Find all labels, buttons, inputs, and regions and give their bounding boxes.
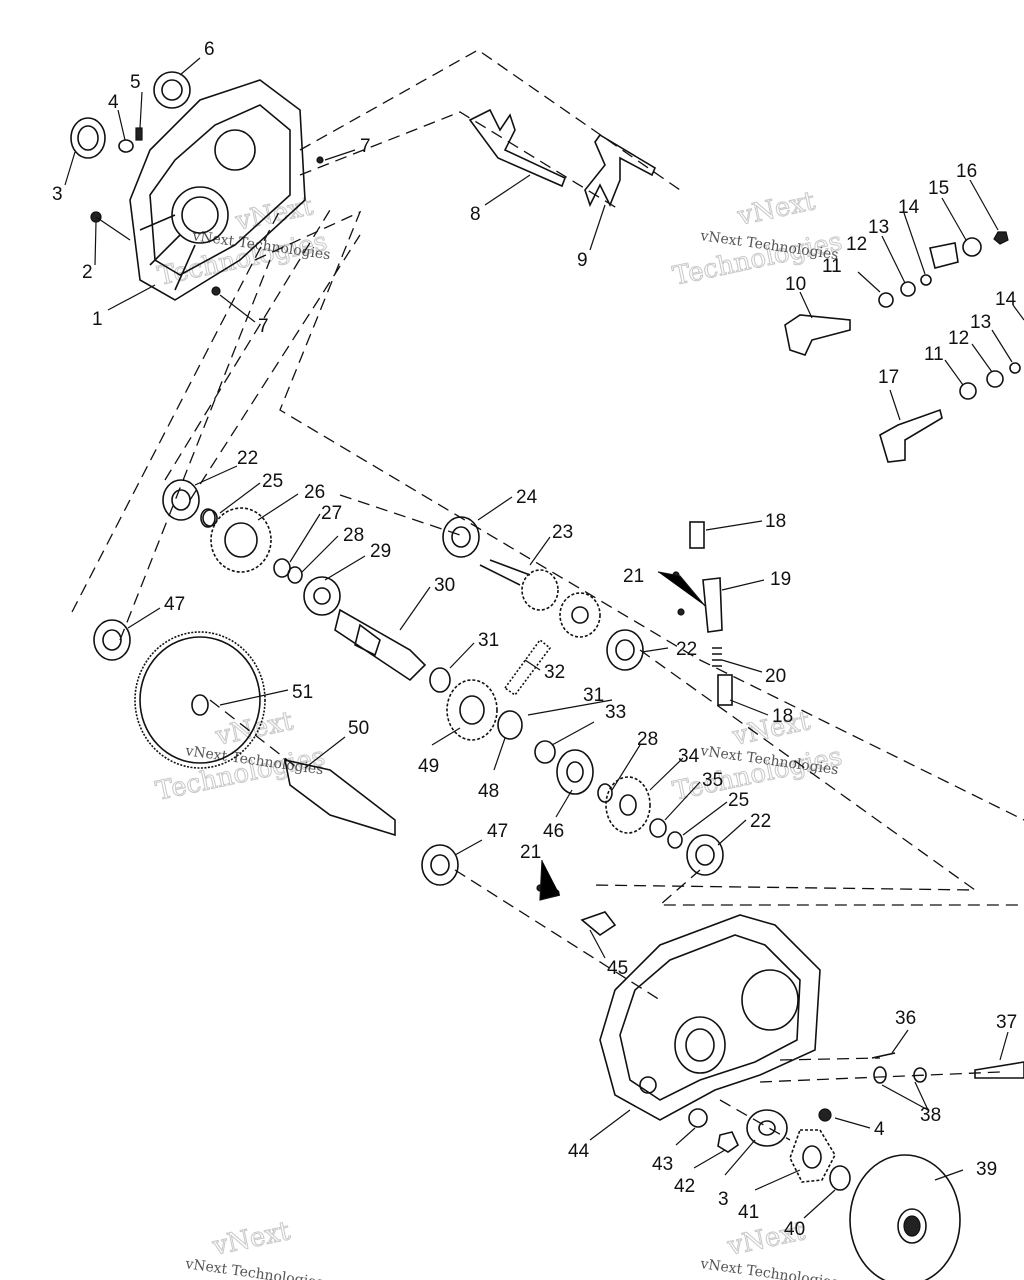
shift-shafts — [784, 231, 1021, 463]
callout-18: 18 — [772, 706, 793, 727]
shift-forks — [468, 108, 657, 208]
large-gear-51 — [134, 631, 266, 769]
callout-5: 5 — [130, 72, 141, 93]
callout-24: 24 — [516, 487, 538, 508]
callout-39: 39 — [976, 1159, 997, 1180]
callout-35: 35 — [702, 770, 723, 791]
callout-38: 38 — [920, 1105, 941, 1126]
lower-hardware — [688, 1052, 1024, 1191]
callout-11: 11 — [822, 256, 842, 277]
pulley-39 — [849, 1154, 961, 1280]
callout-30: 30 — [434, 575, 455, 596]
callout-17: 17 — [878, 367, 899, 388]
case-bolts — [90, 127, 324, 296]
callout-49: 49 — [418, 756, 439, 777]
callout-34: 34 — [678, 746, 700, 767]
callout-1: 1 — [92, 309, 103, 330]
gears — [202, 507, 651, 834]
callout-50: 50 — [348, 718, 369, 739]
lower-case-half — [599, 914, 821, 1121]
callout-labels: 1 2 3 3 4 4 5 6 7 7 8 9 10 11 11 12 12 1… — [52, 39, 1017, 1240]
callout-28: 28 — [343, 525, 364, 546]
callout-22: 22 — [750, 811, 771, 832]
callout-15: 15 — [928, 178, 949, 199]
callout-20: 20 — [765, 666, 786, 687]
callout-48: 48 — [478, 781, 499, 802]
upper-case-cover — [129, 79, 306, 301]
callout-3: 3 — [718, 1189, 729, 1210]
callout-28: 28 — [637, 729, 658, 750]
callout-47: 47 — [164, 594, 185, 615]
callout-8: 8 — [470, 204, 481, 225]
callout-19: 19 — [770, 569, 791, 590]
callout-41: 41 — [738, 1202, 759, 1223]
watermark-group: vNext Technologies vNext Technologies vN… — [153, 186, 846, 1280]
callout-47: 47 — [487, 821, 508, 842]
callout-25: 25 — [262, 471, 283, 492]
callout-43: 43 — [652, 1154, 673, 1175]
output-shaft-50 — [283, 758, 396, 837]
watermark-text: vNext Technologies — [698, 1256, 839, 1280]
callout-33: 33 — [605, 702, 626, 723]
callout-29: 29 — [370, 541, 391, 562]
callout-22: 22 — [237, 448, 258, 469]
callout-42: 42 — [674, 1176, 695, 1197]
leader-lines — [64, 57, 1024, 1219]
callout-2: 2 — [82, 262, 93, 283]
callout-11: 11 — [924, 344, 944, 365]
callout-6: 6 — [204, 39, 215, 60]
callout-7: 7 — [360, 136, 371, 157]
callout-4: 4 — [108, 92, 119, 113]
callout-13: 13 — [868, 217, 889, 238]
callout-51: 51 — [292, 682, 313, 703]
callout-14: 14 — [898, 197, 920, 218]
callout-37: 37 — [996, 1012, 1017, 1033]
callout-18: 18 — [765, 511, 786, 532]
callout-32: 32 — [544, 662, 565, 683]
callout-27: 27 — [321, 503, 342, 524]
callout-26: 26 — [304, 482, 325, 503]
watermark-outline-a: vNext — [209, 1216, 293, 1262]
callout-16: 16 — [956, 161, 977, 182]
callout-7: 7 — [258, 316, 269, 337]
callout-3: 3 — [52, 184, 63, 205]
assembly-dashed-lines — [71, 49, 1024, 1141]
bearings — [93, 479, 724, 886]
callout-44: 44 — [568, 1141, 590, 1162]
watermark-outline-a: vNext — [734, 186, 818, 232]
callout-36: 36 — [895, 1008, 916, 1029]
callout-21: 21 — [623, 566, 644, 587]
shaft-30 — [334, 608, 552, 697]
callout-14: 14 — [995, 289, 1017, 310]
callout-10: 10 — [785, 274, 806, 295]
washers-rings — [200, 508, 683, 849]
callout-9: 9 — [577, 250, 588, 271]
callout-45: 45 — [607, 958, 628, 979]
callout-31: 31 — [583, 685, 604, 706]
callout-31: 31 — [478, 630, 499, 651]
callout-40: 40 — [784, 1219, 805, 1240]
callout-4: 4 — [874, 1119, 885, 1140]
watermark-text: vNext Technologies — [183, 1256, 324, 1280]
callout-22: 22 — [676, 639, 697, 660]
callout-12: 12 — [948, 328, 969, 349]
callout-46: 46 — [543, 821, 564, 842]
callout-21: 21 — [520, 842, 541, 863]
callout-13: 13 — [970, 312, 991, 333]
callout-23: 23 — [552, 522, 573, 543]
seals — [70, 71, 191, 159]
callout-25: 25 — [728, 790, 749, 811]
callout-12: 12 — [846, 234, 867, 255]
